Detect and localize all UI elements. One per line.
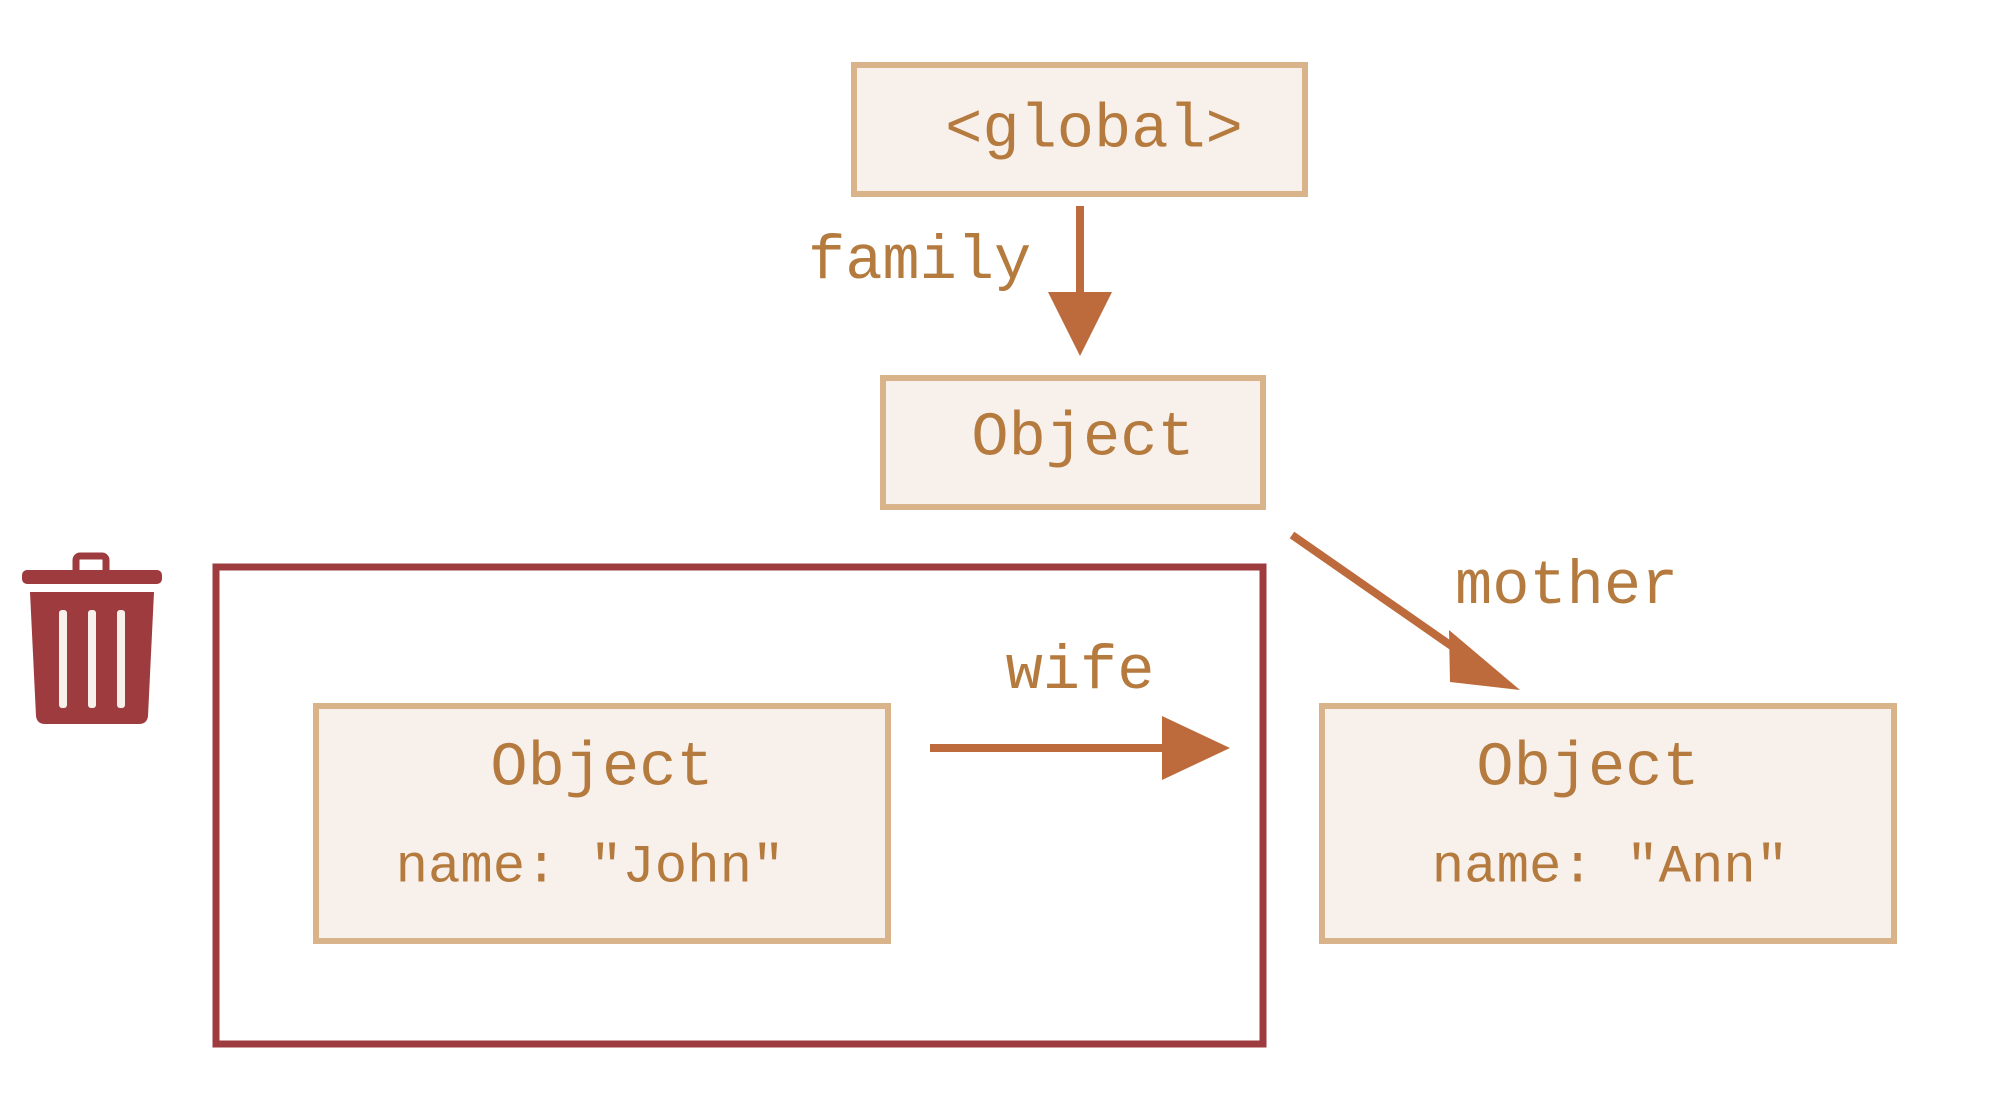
john-object-label: Object bbox=[490, 733, 713, 804]
family-edge: family bbox=[808, 206, 1112, 356]
family-object-node: Object bbox=[880, 375, 1266, 510]
ann-object-label: Object bbox=[1476, 733, 1699, 804]
trash-icon bbox=[22, 552, 162, 724]
family-edge-label: family bbox=[808, 226, 1031, 297]
ann-name-property: name: "Ann" bbox=[1432, 838, 1788, 899]
global-node: <global> bbox=[851, 62, 1308, 197]
mother-edge: mother bbox=[1289, 531, 1678, 690]
family-object-box bbox=[880, 375, 1266, 510]
ann-object-box bbox=[1319, 703, 1897, 944]
mother-arrowhead bbox=[1449, 630, 1520, 690]
mother-arrow-line bbox=[1289, 531, 1479, 667]
ann-object-node: Object name: "Ann" bbox=[1319, 703, 1897, 944]
wife-arrowhead bbox=[1162, 716, 1230, 780]
mother-edge-label: mother bbox=[1455, 551, 1678, 622]
john-object-node: Object name: "John" bbox=[313, 703, 891, 944]
john-object-box bbox=[313, 703, 891, 944]
family-arrowhead bbox=[1048, 292, 1112, 356]
john-name-property: name: "John" bbox=[396, 838, 785, 899]
global-node-label: <global> bbox=[945, 95, 1243, 166]
global-node-box bbox=[851, 62, 1308, 197]
unreachable-island-frame bbox=[212, 563, 1267, 1048]
family-object-label: Object bbox=[971, 403, 1194, 474]
wife-edge: wife bbox=[930, 636, 1230, 780]
wife-edge-label: wife bbox=[1006, 636, 1155, 707]
